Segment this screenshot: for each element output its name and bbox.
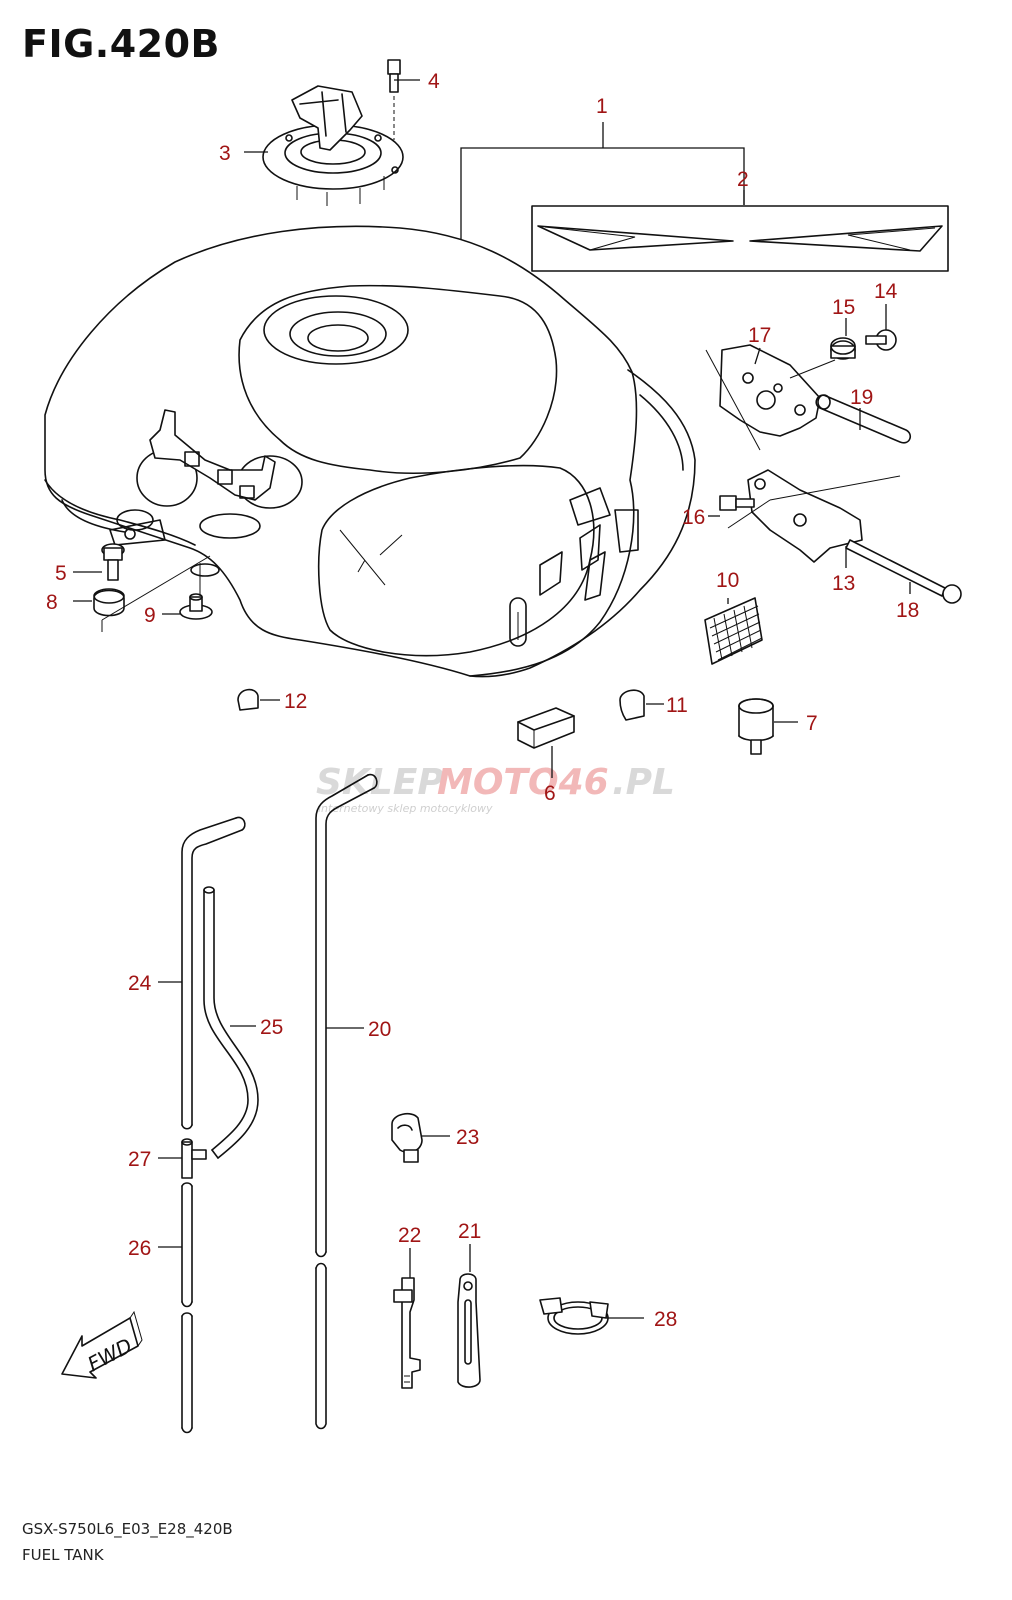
bolt-16 [719,495,737,511]
cap-bolt-head [387,59,401,75]
callout-2: 2 [737,168,749,191]
callout-5: 5 [55,562,67,585]
callout-17: 17 [748,324,771,347]
figure-title: FIG.420B [22,22,221,66]
hose-25 [203,889,249,1151]
tee-joint-27 [181,1138,207,1179]
watermark-brand-grey: SKLEP [316,762,444,803]
fuel-tank-body [44,225,638,677]
cushion-11 [619,689,645,721]
callout-6: 6 [544,782,556,805]
callout-3: 3 [219,142,231,165]
cushion-12 [237,688,259,711]
callout-20: 20 [368,1018,391,1041]
clamps [391,1112,609,1389]
fuel-tank [44,225,696,678]
mesh-pad-10 [704,597,763,665]
watermark: SKLEP MOTO46 .PL internetowy sklep motoc… [316,762,675,815]
callout-14: 14 [874,280,898,303]
callout-24: 24 [128,972,152,995]
callout-10: 10 [716,569,739,592]
rear-mount-assembly [705,329,962,604]
hose-24-outer-l [181,817,237,1126]
watermark-brand-red: MOTO46 [437,762,609,803]
hose-20 [315,774,369,1253]
callout-leaders [73,79,911,1319]
long-bolt-18 [845,539,946,597]
callout-13: 13 [832,572,855,595]
fuel-filter-7 [738,698,774,755]
watermark-brand-suffix: .PL [612,762,675,803]
cushion-6 [517,707,575,749]
decal-left-stripe [537,225,734,251]
callout-19: 19 [850,386,873,409]
decal-assembly [460,122,949,272]
model-code: GSX-S750L6_E03_E28_420B [22,1520,233,1538]
callout-27: 27 [128,1148,151,1171]
mount-bolt-shank [107,559,119,581]
callout-16: 16 [682,506,705,529]
callout-1: 1 [596,95,608,118]
tank-decal-set-box [531,205,949,272]
cushion-parts [237,597,774,755]
hoses [181,773,378,1434]
callout-26: 26 [128,1237,151,1260]
band-clamp-28 [539,1297,609,1335]
rear-bracket-17 [719,344,821,437]
callout-9: 9 [144,604,156,627]
callout-23: 23 [456,1126,479,1149]
hose-26 [181,1185,193,1429]
callout-22: 22 [398,1224,421,1247]
callout-11: 11 [666,694,688,717]
decal-right-stripe [749,225,943,252]
fuel-cap-assembly [262,59,404,206]
grommet [179,563,220,620]
callout-21: 21 [458,1220,481,1243]
callout-15: 15 [832,296,855,319]
tank-filler-neck [263,295,409,365]
watermark-tagline: internetowy sklep motocyklowy [318,802,493,815]
clamp-22 [393,1277,421,1389]
callout-4: 4 [428,70,440,93]
callout-8: 8 [46,591,58,614]
callout-18: 18 [896,599,919,622]
fwd-arrow: FWD [61,1310,143,1379]
callout-labels: 1 2 3 4 5 6 7 8 9 10 11 12 13 14 15 16 1… [46,70,919,1331]
tank-mount-left [93,543,211,632]
callout-12: 12 [284,690,307,713]
callout-25: 25 [260,1016,283,1039]
cap-bolt-shank [389,73,399,93]
clamp-23 [391,1112,423,1163]
callout-28: 28 [654,1308,677,1331]
section-name: FUEL TANK [22,1546,104,1564]
clamp-21 [457,1273,481,1388]
callout-7: 7 [806,712,818,735]
